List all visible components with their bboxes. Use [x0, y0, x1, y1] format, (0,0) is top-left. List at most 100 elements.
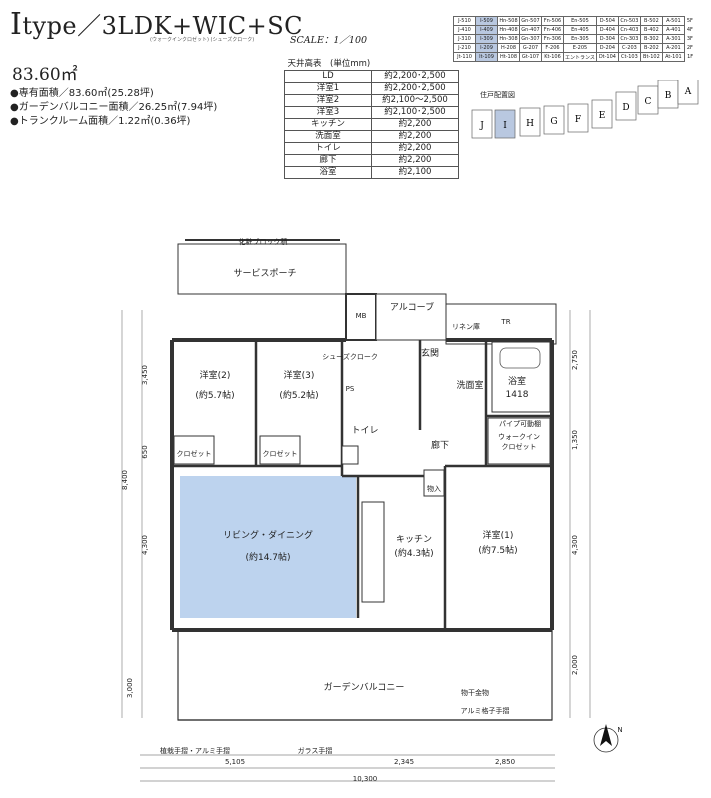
room-name: 洋室2	[284, 94, 372, 107]
pipe-shelf-label: パイプ可動棚	[499, 420, 541, 428]
bath-label: 浴室	[507, 377, 527, 387]
dim-right-4: 2,000	[571, 654, 579, 676]
ceiling-value: 約2,100･2,500	[371, 106, 459, 119]
unit-cell: Fn-306	[541, 34, 564, 44]
unit-cell: C-203	[617, 43, 641, 53]
table-row: トイレ約2,200	[284, 142, 459, 155]
kitchen-label: キッチン	[395, 535, 433, 545]
unit-cell: Dt-104	[595, 52, 619, 62]
unit-cell: F-206	[541, 43, 564, 53]
bathtub-icon	[499, 347, 541, 369]
unit-cell: B-302	[639, 34, 663, 44]
keymap-unit-f	[567, 103, 589, 133]
closet-middle-label: クロゼット	[262, 450, 298, 458]
keymap-letter: H	[526, 119, 534, 129]
garden-balcony-outline	[177, 629, 553, 721]
dim-left-1: 3,450	[141, 364, 149, 386]
unit-cell: A-401	[661, 25, 685, 35]
dim-bottom-1: 5,105	[224, 758, 246, 766]
unit-cell: Kt-106	[541, 52, 564, 62]
dim-right-3: 4,300	[571, 534, 579, 556]
dim-bottom-3: 2,850	[494, 758, 516, 766]
unit-cell: I-409	[475, 25, 498, 35]
bedroom2-label: 洋室(2)	[199, 371, 231, 381]
bedroom1-label: 洋室(1)	[482, 531, 514, 541]
keymap-unit-a	[677, 80, 699, 105]
floor-area: 83.60㎡	[12, 65, 78, 85]
unit-cell: B-502	[639, 16, 663, 26]
room-name: 洋室3	[284, 106, 372, 119]
unit-cell: Gn-307	[519, 34, 542, 44]
floor-label: 4F	[686, 27, 693, 33]
mb-label: MB	[355, 312, 367, 320]
keymap-unit-e	[591, 99, 613, 129]
closet-left-label: クロゼット	[176, 450, 212, 458]
floor-plan	[121, 239, 619, 782]
dim-left-2: 650	[141, 445, 149, 459]
unit-cell: Hn-508	[497, 16, 520, 26]
unit-cell: J-210	[453, 43, 476, 53]
floor-label: 5F	[686, 18, 693, 24]
bottom-rail-note: 植栽手摺・アルミ手摺	[160, 747, 230, 755]
unit-cell: Ct-103	[617, 52, 641, 62]
keymap-letter: I	[503, 121, 507, 131]
unit-cell: A-301	[661, 34, 685, 44]
table-row: 浴室約2,100	[284, 166, 459, 179]
wic-label: ウォークイン クロゼット	[498, 433, 540, 451]
table-row: キッチン約2,200	[284, 118, 459, 131]
unit-cell: B-202	[639, 43, 663, 53]
keymap-unit-i	[494, 109, 516, 139]
spec-trunk-area: ●トランクルーム面積／1.22㎡(0.36坪)	[10, 116, 191, 127]
room-name: 洋室1	[284, 82, 372, 95]
ceiling-value: 約2,200	[371, 154, 459, 167]
unit-cell: J-510	[453, 16, 476, 26]
unit-cell: D-304	[595, 34, 619, 44]
keymap-letter: B	[665, 91, 672, 101]
spec-private-area: ●専有面積／83.60㎡(25.28坪)	[10, 88, 154, 99]
unit-cell: Ht-108	[497, 52, 520, 62]
unit-cell: D-204	[595, 43, 619, 53]
ceiling-value: 約2,100～2,500	[371, 94, 459, 107]
unit-cell: Cn-503	[617, 16, 641, 26]
ceiling-value: 約2,200･2,500	[371, 70, 459, 83]
bedroom2-size: (約5.7帖)	[195, 391, 235, 401]
unit-cell: En-505	[563, 16, 597, 26]
unit-cell: I-309	[475, 34, 498, 44]
plan-type-title: Itype／3LDK+WIC+SC	[10, 6, 303, 42]
unit-cell: Jt-110	[453, 52, 476, 62]
unit-cell: I-209	[475, 43, 498, 53]
room-name: キッチン	[284, 118, 372, 131]
room-name: 廊下	[284, 154, 372, 167]
unit-cell: D-404	[595, 25, 619, 35]
unit-cell: I-509	[475, 16, 498, 26]
linen-tr-area	[445, 303, 557, 345]
dimension-lines	[121, 310, 591, 782]
unit-cell: B-402	[639, 25, 663, 35]
floor-label: 3F	[686, 36, 693, 42]
unit-cell: Cn-403	[617, 25, 641, 35]
service-porch-outline	[177, 239, 347, 295]
keymap-unit-d	[615, 91, 637, 121]
ceiling-value: 約2,200	[371, 130, 459, 143]
floor-label: 2F	[686, 45, 693, 51]
ceiling-table-title: 天井高表 (単位mm)	[287, 59, 371, 69]
keymap-unit-g	[543, 105, 565, 135]
tr-label: TR	[501, 318, 511, 326]
interior-walls	[172, 340, 552, 630]
washroom-label: 洗面室	[456, 381, 484, 391]
dim-right-1: 2,750	[571, 349, 579, 371]
spec-garden-area: ●ガーデンバルコニー面積／26.25㎡(7.94坪)	[10, 102, 218, 113]
storage-label: 物入	[427, 485, 441, 493]
unit-cell: E-205	[563, 43, 597, 53]
bedroom1-size: (約7.5帖)	[478, 546, 518, 556]
unit-cell: J-410	[453, 25, 476, 35]
room-name: トイレ	[284, 142, 372, 155]
unit-cell: エントランス	[563, 52, 597, 62]
unit-cell: Gn-507	[519, 16, 542, 26]
dim-left-total: 8,400	[121, 469, 129, 491]
